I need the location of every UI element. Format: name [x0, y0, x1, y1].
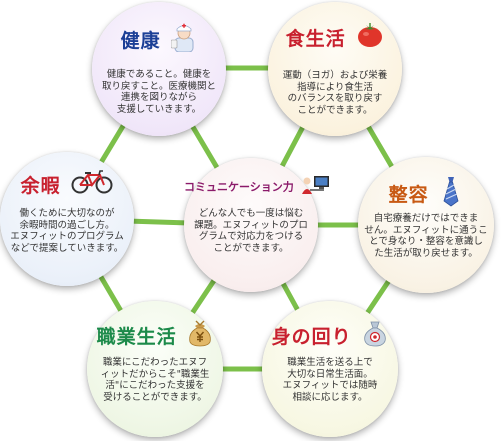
bicycle-icon: [71, 170, 113, 199]
node-work-life-title: 職業生活: [96, 326, 177, 348]
node-health-title: 健康: [120, 30, 161, 52]
node-daily-life-text: 職業生活を送る上で 大切な日常生活面。 エヌフィットでは随時 相談に応じます。: [282, 357, 378, 403]
node-health: 健康 健康であること。健康を 取り戻すこと。医療機関と 連携を図りながら 支援し…: [92, 2, 226, 136]
node-diet: 食生活 運動（ヨガ）および栄養 指導により食生活 のバランスを取り戻す ことがで…: [268, 2, 402, 136]
node-diet-text: 運動（ヨガ）および栄養 指導により食生活 のバランスを取り戻す ことができます。: [282, 70, 388, 116]
computer-user-icon: [301, 174, 331, 199]
node-leisure-text: 働くために大切なのが 余暇時間の過ごし方。 エヌフィットのプログラム などで提案…: [10, 208, 124, 254]
node-work-life-text: 職業にこだわったエヌフ ィットだからこそ"職業生 活"にこだわった支援を 受ける…: [100, 357, 210, 403]
node-communication-title: コミュニケーション力: [184, 180, 294, 194]
node-health-text: 健康であること。健康を 取り戻すこと。医療機関と 連携を図りながら 支援していき…: [101, 69, 216, 115]
node-grooming-text: 自宅療養だけではできま せん。エヌフィットに通うこ とで身なり・整容を意識し た…: [364, 213, 488, 259]
pouch-icon: [362, 319, 388, 352]
node-leisure: 余暇 働くために大切なのが 余暇時間の過ごし方。 エヌフィットのプログラム など…: [0, 152, 134, 286]
node-daily-life: 身の回り 職業生活を送る上で 大切な日常生活面。 エヌフィットでは随時 相談に応…: [262, 301, 398, 437]
node-work-life: 職業生活 職業にこだわったエヌフ ィットだからこそ"職業生 活"にこだわった支援…: [87, 301, 223, 437]
node-leisure-title: 余暇: [20, 175, 61, 197]
node-communication: コミュニケーション力 どんな人でも一度は悩む 課題。エヌフィットのプロ グラムで…: [184, 158, 329, 292]
necktie-icon: [439, 175, 463, 212]
nurse-icon: [171, 22, 197, 57]
tomato-icon: [356, 22, 384, 53]
node-grooming: 整容 自宅療養だけではできま せん。エヌフィットに通うこ とで身なり・整容を意識…: [358, 157, 494, 293]
money-bag-icon: [187, 319, 213, 352]
node-communication-text: どんな人でも一度は悩む 課題。エヌフィットのプロ グラムで対応力をつける ことが…: [194, 208, 308, 254]
node-grooming-title: 整容: [388, 184, 429, 206]
node-diet-title: 食生活: [285, 28, 346, 50]
node-daily-life-title: 身の回り: [271, 326, 352, 348]
